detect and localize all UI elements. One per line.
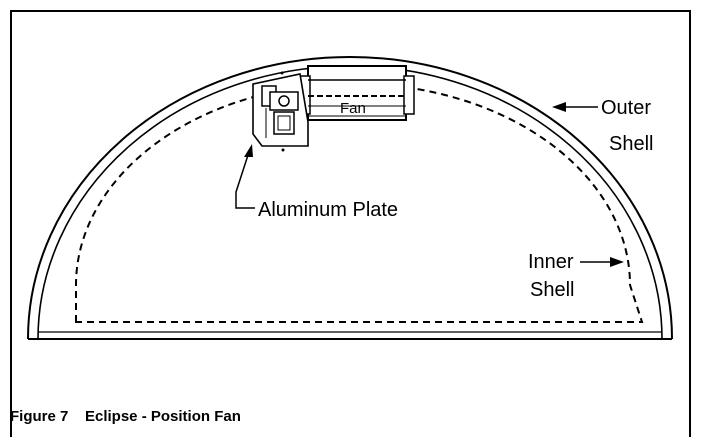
fan: Fan [299,65,415,121]
aluminum-plate-label: Aluminum Plate [258,199,398,221]
inner-shell-arrowhead [610,257,624,267]
outer-shell-label-line2: Shell [609,133,653,155]
aluminum-plate [252,71,309,152]
figure-caption: Figure 7 Eclipse - Position Fan [10,408,241,425]
outer-shell-outer-line [27,56,673,340]
fan-label: Fan [340,100,366,117]
outer-shell-label-line1: Outer [601,97,651,119]
outer-shell-arrowhead [552,102,566,112]
aluminum-plate-leader [235,151,255,209]
aluminum-plate-arrowhead [244,144,253,157]
figure-title: Eclipse - Position Fan [85,408,241,425]
figure-frame [10,10,691,437]
figure-number: Figure 7 [10,408,69,425]
inner-shell-label-line2: Shell [530,279,574,301]
inner-shell-label-line1: Inner [528,251,574,273]
